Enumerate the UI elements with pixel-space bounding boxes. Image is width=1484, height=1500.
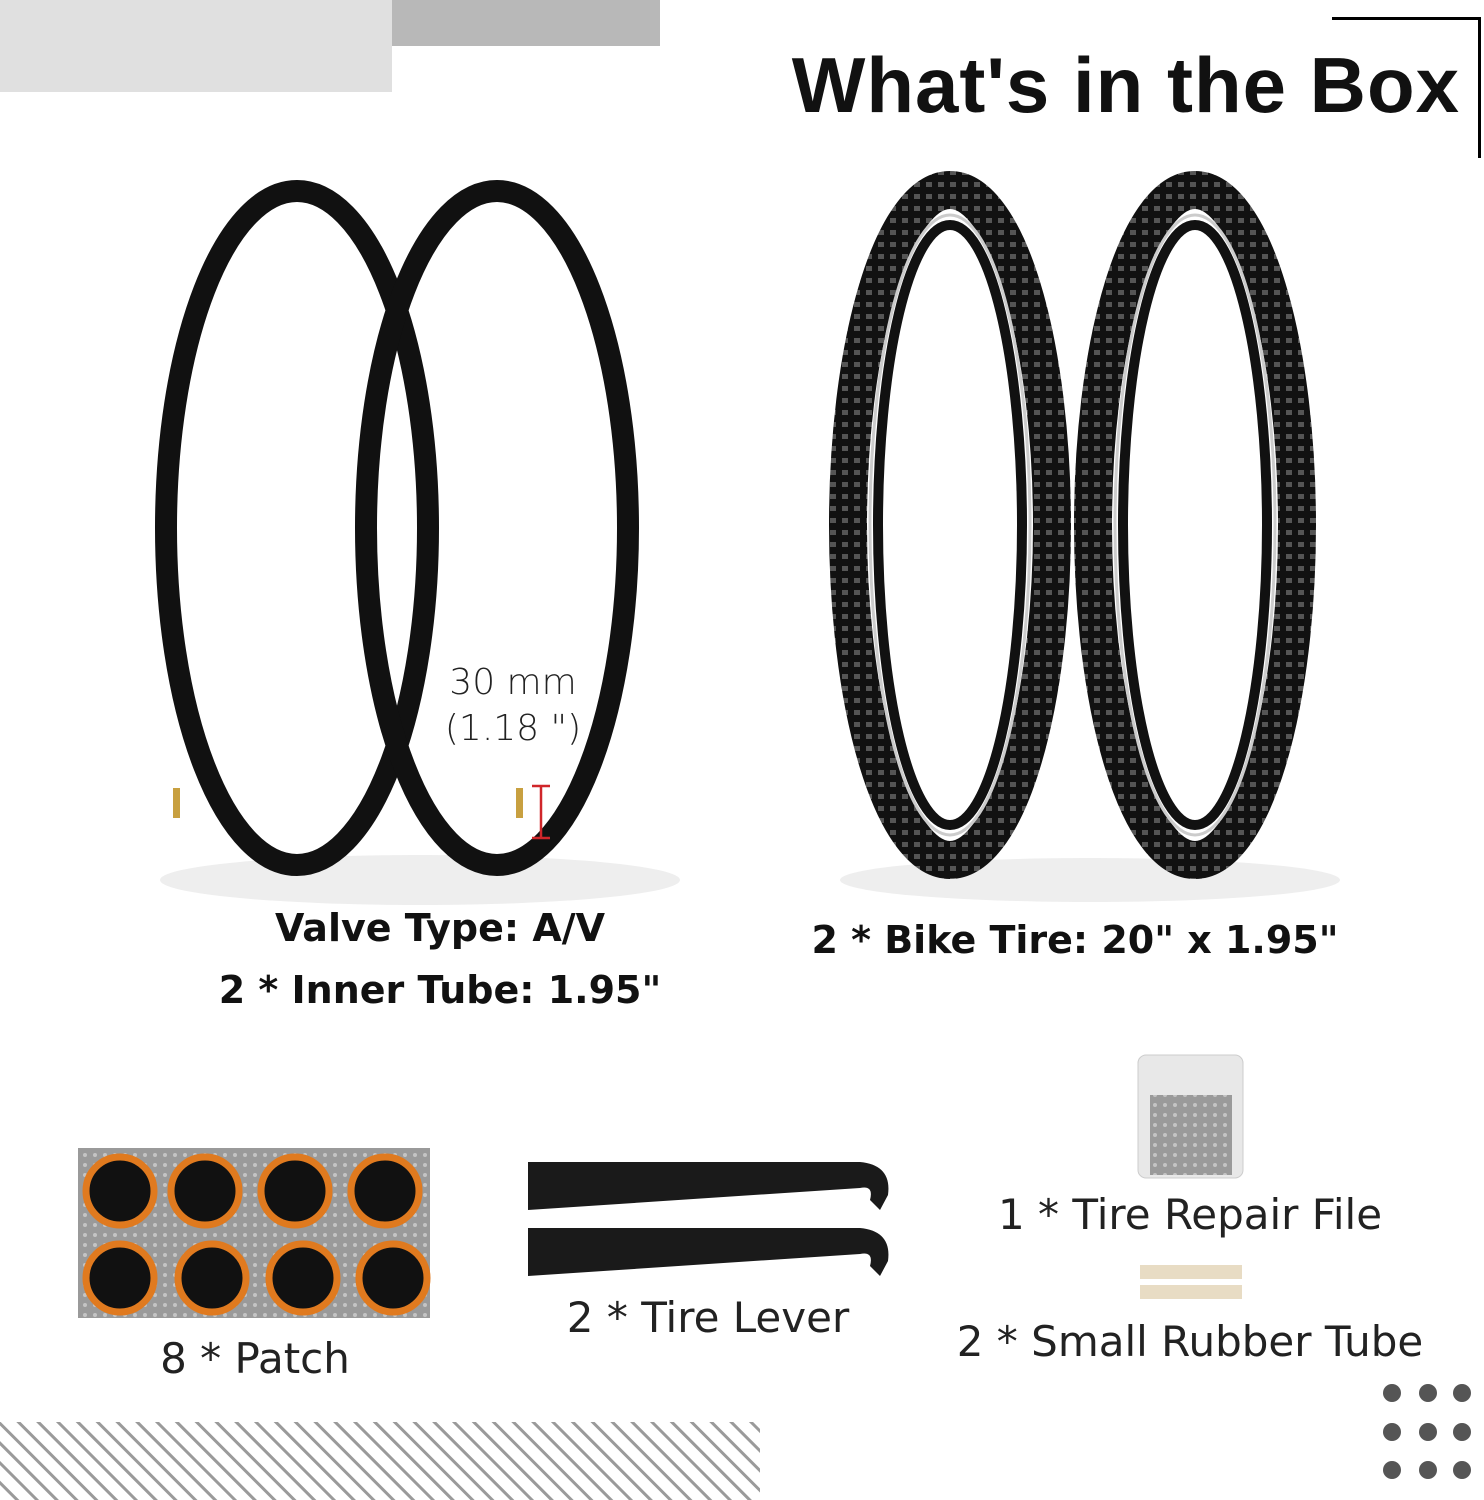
page-title: What's in the Box — [791, 41, 1460, 129]
measurement-mm: 30 mm — [449, 662, 577, 703]
bike-tire-2 — [1074, 171, 1316, 879]
bike-tire-label: 2 * Bike Tire: 20" x 1.95" — [811, 918, 1339, 962]
repair-file-label: 1 * Tire Repair File — [997, 1190, 1383, 1239]
bike-tire-1 — [829, 171, 1071, 879]
corner-line — [1332, 17, 1481, 158]
rubber-tube-label: 2 * Small Rubber Tube — [956, 1317, 1424, 1366]
tire-lever-label: 2 * Tire Lever — [566, 1293, 850, 1342]
valve-type-label: Valve Type: A/V — [274, 906, 606, 950]
header-block-light — [0, 0, 392, 92]
tube-shadow — [160, 855, 680, 905]
decorative-stripes — [0, 1422, 760, 1500]
rubber-tube-icon — [1140, 1265, 1242, 1279]
decorative-dots — [1383, 1384, 1471, 1479]
patch-sheet — [78, 1148, 431, 1318]
valve-icon — [173, 788, 180, 818]
header-block-dark — [392, 0, 660, 46]
repair-file-icon — [1137, 1054, 1244, 1179]
measurement-in: (1.18 ") — [444, 708, 582, 749]
inner-tube-label: 2 * Inner Tube: 1.95" — [218, 968, 662, 1012]
patch-label: 8 * Patch — [160, 1334, 350, 1383]
inner-tube-2 — [355, 180, 639, 876]
inner-tube-1 — [155, 180, 439, 876]
measurement-label: 30 mm (1.18 ") — [430, 660, 596, 752]
tire-lever-icon — [528, 1162, 889, 1276]
valve-icon — [516, 788, 523, 818]
measure-bracket-icon — [532, 784, 550, 840]
rubber-tube-icon — [1140, 1285, 1242, 1299]
